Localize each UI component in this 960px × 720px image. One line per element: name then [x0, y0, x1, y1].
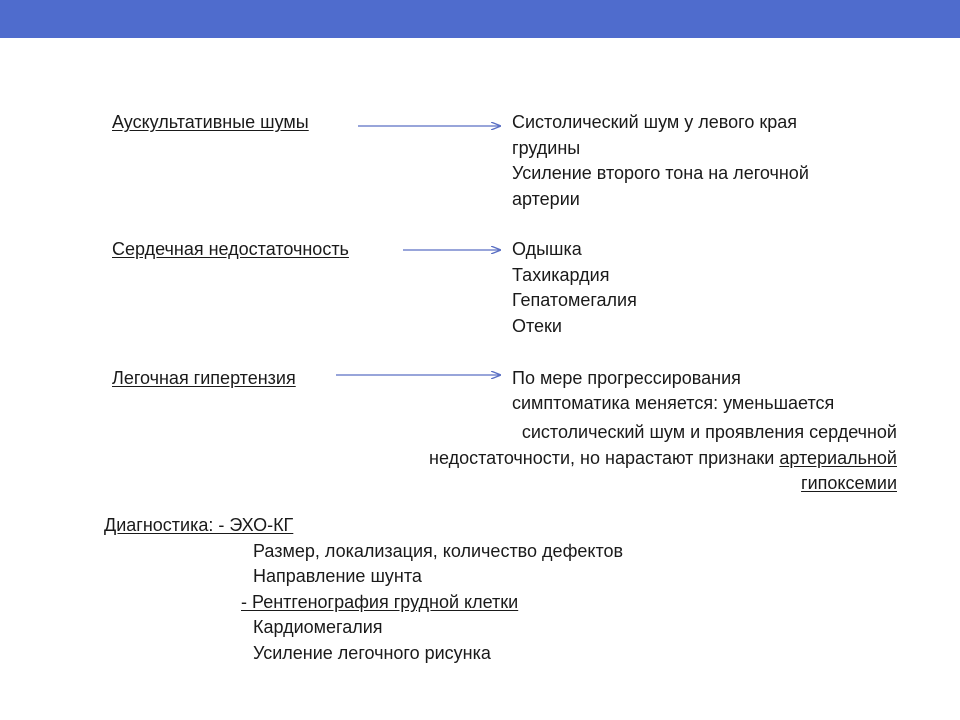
- auscultation-item: грудины: [512, 138, 581, 158]
- pulmonary-hypertension-item: симптоматика меняется: уменьшается: [512, 393, 835, 413]
- heart-failure-item: Гепатомегалия: [512, 290, 637, 310]
- label-auscultation: Аускультативные шумы: [112, 112, 309, 132]
- pulmonary-hypertension-text: недостаточности, но нарастают признаки: [429, 448, 780, 468]
- pulmonary-hypertension-item: недостаточности, но нарастают признаки а…: [429, 447, 897, 469]
- header-bar: [0, 0, 960, 38]
- diagnostics-xray-item: Усиление легочного рисунка: [253, 643, 491, 663]
- heart-failure-item: Одышка: [512, 239, 582, 259]
- label-heart-failure: Сердечная недостаточность: [112, 239, 349, 259]
- auscultation-item: Систолический шум у левого края: [512, 112, 797, 132]
- heart-failure-item: Тахикардия: [512, 265, 610, 285]
- diagnostics-echo-item: Размер, локализация, количество дефектов: [253, 541, 624, 561]
- diagnostics-xray-heading: - Рентгенография грудной клетки: [241, 592, 519, 612]
- diagnostics-heading: Диагностика: - ЭХО-КГ: [104, 515, 294, 535]
- auscultation-item: артерии: [512, 189, 580, 209]
- diagnostics-echo-item: Направление шунта: [253, 566, 422, 586]
- heart-failure-item: Отеки: [512, 316, 562, 336]
- diagnostics-xray-item: Кардиомегалия: [253, 617, 383, 637]
- pulmonary-hypertension-term: артериальной: [779, 448, 897, 468]
- auscultation-item: Усиление второго тона на легочной: [512, 163, 809, 183]
- label-pulmonary-hypertension: Легочная гипертензия: [112, 368, 296, 388]
- pulmonary-hypertension-item: систолический шум и проявления сердечной: [521, 422, 897, 442]
- pulmonary-hypertension-item: По мере прогрессирования: [512, 368, 741, 388]
- pulmonary-hypertension-item: гипоксемии: [801, 473, 897, 493]
